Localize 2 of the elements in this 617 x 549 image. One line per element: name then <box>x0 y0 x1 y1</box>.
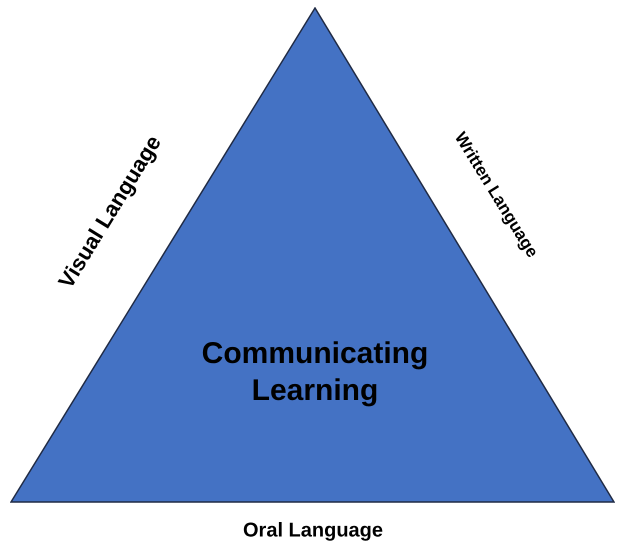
side-label: Oral Language <box>242 520 384 542</box>
center-title: Communicating Learning <box>200 336 430 409</box>
